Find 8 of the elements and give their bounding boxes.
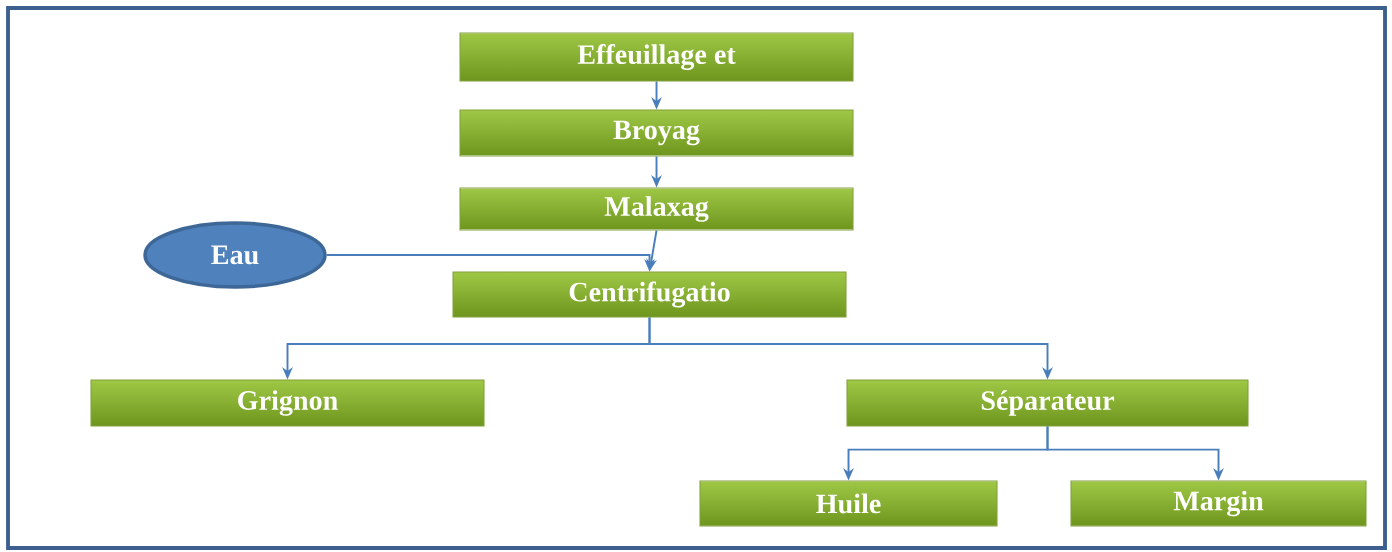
- process-box: Effeuillage et: [459, 32, 854, 82]
- process-box: Broyag: [459, 109, 854, 157]
- process-box: Séparateur: [846, 379, 1249, 427]
- process-box: Malaxag: [459, 187, 854, 231]
- process-box: Huile: [699, 480, 998, 527]
- process-box: Centrifugatio: [452, 271, 847, 318]
- process-box: Grignon: [90, 379, 485, 427]
- process-box: Margin: [1070, 480, 1367, 527]
